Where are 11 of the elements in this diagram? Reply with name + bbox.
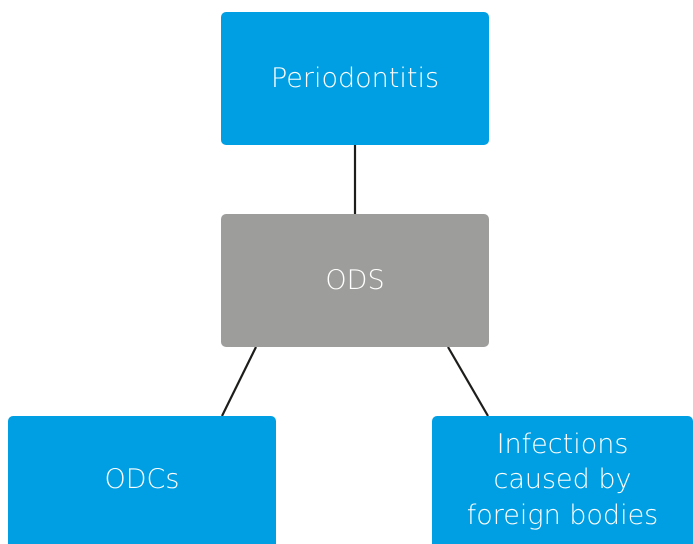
process-box xyxy=(432,416,693,544)
connector-line xyxy=(221,346,257,416)
box-label: Infections caused by foreign bodies xyxy=(466,428,660,533)
box-label: ODS xyxy=(324,264,386,298)
box-label: Periodontitis xyxy=(270,62,440,96)
process-box xyxy=(221,214,489,347)
connector-line xyxy=(354,145,356,214)
process-box xyxy=(221,12,489,145)
process-box xyxy=(8,416,276,544)
connector-line xyxy=(447,346,489,417)
box-label: ODCs xyxy=(104,463,180,498)
